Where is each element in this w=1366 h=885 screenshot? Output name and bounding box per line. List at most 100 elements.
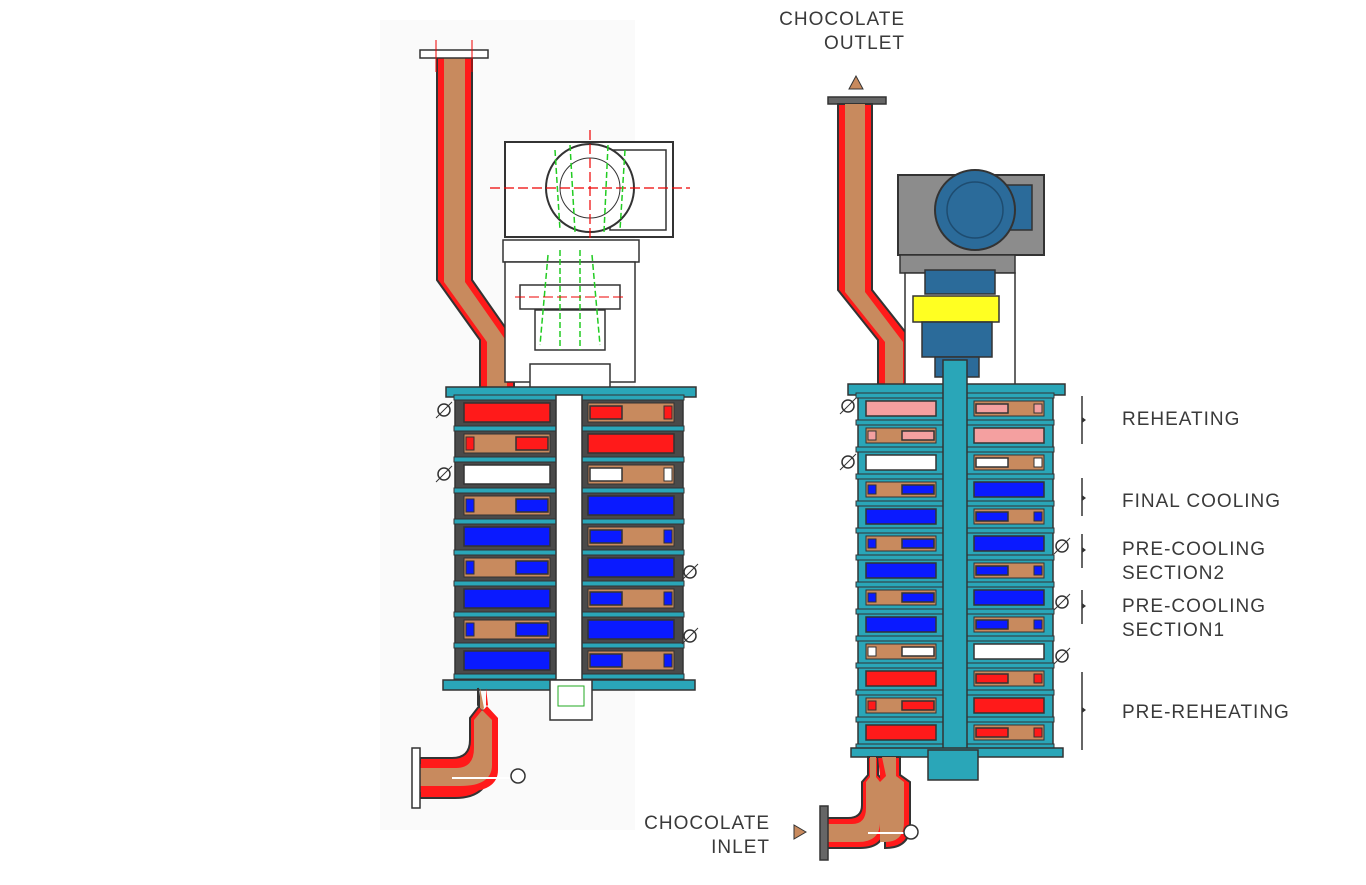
heat-exchanger-chamber bbox=[589, 653, 623, 668]
heat-exchanger-slot bbox=[663, 405, 673, 420]
heat-exchanger-chamber bbox=[901, 646, 935, 657]
section-label-final-cooling: FINAL COOLING bbox=[1122, 490, 1281, 514]
heat-exchanger-chamber bbox=[589, 467, 623, 482]
heat-exchanger-chamber bbox=[865, 670, 937, 687]
inlet-label-line-1: CHOCOLATE bbox=[644, 813, 770, 834]
heat-exchanger-chamber bbox=[865, 454, 937, 471]
heat-exchanger-slot bbox=[867, 700, 877, 711]
section-label-line: FINAL COOLING bbox=[1122, 491, 1282, 512]
heat-exchanger-chamber bbox=[515, 498, 549, 513]
temperature-probe-icon bbox=[1053, 647, 1071, 665]
section-label-line: SECTION1 bbox=[1122, 620, 1226, 641]
heat-exchanger-chamber bbox=[587, 495, 675, 516]
heat-exchanger-slot bbox=[1033, 565, 1043, 576]
heat-exchanger-slot bbox=[867, 592, 877, 603]
heat-exchanger-slot bbox=[867, 538, 877, 549]
heat-exchanger-chamber bbox=[515, 622, 549, 637]
section-label-pre-cooling-2: PRE-COOLING SECTION2 bbox=[1122, 538, 1266, 586]
right-inlet-sensor-icon bbox=[903, 824, 919, 840]
heat-exchanger-chamber bbox=[973, 427, 1045, 444]
heat-exchanger-chamber bbox=[975, 727, 1009, 738]
right-motor bbox=[897, 169, 1045, 386]
heat-exchanger-chamber bbox=[975, 673, 1009, 684]
heat-exchanger-chamber bbox=[865, 562, 937, 579]
heat-exchanger-chamber bbox=[973, 697, 1045, 714]
heat-exchanger-chamber bbox=[973, 481, 1045, 498]
section-label-line: PRE-COOLING bbox=[1122, 539, 1267, 560]
heat-exchanger-chamber bbox=[901, 592, 935, 603]
inlet-arrow-icon bbox=[793, 824, 807, 840]
temperature-probe-icon bbox=[435, 465, 453, 483]
heat-exchanger-slot bbox=[867, 484, 877, 495]
heat-exchanger-slot bbox=[465, 436, 475, 451]
heat-exchanger-chamber bbox=[975, 619, 1009, 630]
left-inlet-flange bbox=[411, 747, 421, 809]
inlet-label-line-2: INLET bbox=[711, 837, 770, 858]
temperature-probe-icon bbox=[681, 627, 699, 645]
heat-exchanger-chamber bbox=[463, 464, 551, 485]
section-label-pre-reheating: PRE-REHEATING bbox=[1122, 701, 1290, 725]
temperature-probe-icon bbox=[839, 397, 857, 415]
heat-exchanger-slot bbox=[465, 560, 475, 575]
right-inlet-pipe bbox=[819, 756, 919, 861]
left-motor-drawing bbox=[490, 130, 690, 389]
heat-exchanger-chamber bbox=[975, 403, 1009, 414]
section-label-line: SECTION2 bbox=[1122, 563, 1226, 584]
heat-exchanger-chamber bbox=[973, 589, 1045, 606]
heat-exchanger-chamber bbox=[865, 508, 937, 525]
heat-exchanger-chamber bbox=[865, 616, 937, 633]
outlet-label: CHOCOLATE OUTLET bbox=[740, 8, 905, 56]
outlet-label-line-1: CHOCOLATE bbox=[779, 9, 905, 30]
heat-exchanger-chamber bbox=[463, 650, 551, 671]
section-bracket-ticks bbox=[1082, 417, 1086, 713]
right-outlet-flange bbox=[827, 96, 887, 105]
heat-exchanger-slot bbox=[663, 467, 673, 482]
heat-exchanger-slot bbox=[867, 430, 877, 441]
heat-exchanger-slot bbox=[1033, 727, 1043, 738]
heat-exchanger-slot bbox=[465, 622, 475, 637]
left-central-shaft bbox=[555, 394, 583, 691]
heat-exchanger-chamber bbox=[463, 526, 551, 547]
heat-exchanger-chamber bbox=[463, 402, 551, 423]
heat-exchanger-chamber bbox=[515, 436, 549, 451]
heat-exchanger-slot bbox=[663, 591, 673, 606]
section-label-line: PRE-REHEATING bbox=[1122, 702, 1290, 723]
heat-exchanger-chamber bbox=[865, 400, 937, 417]
heat-exchanger-chamber bbox=[865, 724, 937, 741]
right-unit bbox=[793, 74, 1086, 861]
heat-exchanger-chamber bbox=[975, 457, 1009, 468]
outlet-arrow-icon bbox=[848, 74, 864, 90]
heat-exchanger-chamber bbox=[901, 430, 935, 441]
heat-exchanger-slot bbox=[867, 646, 877, 657]
section-label-pre-cooling-1: PRE-COOLING SECTION1 bbox=[1122, 595, 1266, 643]
left-inlet-pipe bbox=[411, 687, 526, 809]
heat-exchanger-chamber bbox=[589, 405, 623, 420]
heat-exchanger-slot bbox=[1033, 457, 1043, 468]
heat-exchanger-slot bbox=[1033, 403, 1043, 414]
heat-exchanger-slot bbox=[1033, 511, 1043, 522]
left-bottom-bearing bbox=[549, 679, 593, 721]
right-central-shaft bbox=[942, 359, 968, 771]
temperature-probe-icon bbox=[1053, 593, 1071, 611]
heat-exchanger-chamber bbox=[975, 511, 1009, 522]
section-label-reheating: REHEATING bbox=[1122, 408, 1240, 432]
heat-exchanger-slot bbox=[465, 498, 475, 513]
heat-exchanger-chamber bbox=[589, 591, 623, 606]
left-inlet-sensor-icon bbox=[510, 768, 526, 784]
heat-exchanger-slot bbox=[1033, 619, 1043, 630]
section-label-line: REHEATING bbox=[1122, 409, 1241, 430]
heat-exchanger-chamber bbox=[973, 535, 1045, 552]
left-outlet-flange bbox=[419, 49, 489, 59]
left-unit bbox=[411, 40, 697, 809]
heat-exchanger-chamber bbox=[587, 557, 675, 578]
heat-exchanger-chamber bbox=[973, 643, 1045, 660]
right-coupling-yellow bbox=[912, 295, 1000, 323]
heat-exchanger-chamber bbox=[901, 484, 935, 495]
inlet-label: CHOCOLATE INLET bbox=[605, 812, 770, 860]
right-inlet-flange bbox=[819, 805, 829, 861]
heat-exchanger-slot bbox=[663, 653, 673, 668]
heat-exchanger-chamber bbox=[901, 700, 935, 711]
heat-exchanger-chamber bbox=[589, 529, 623, 544]
